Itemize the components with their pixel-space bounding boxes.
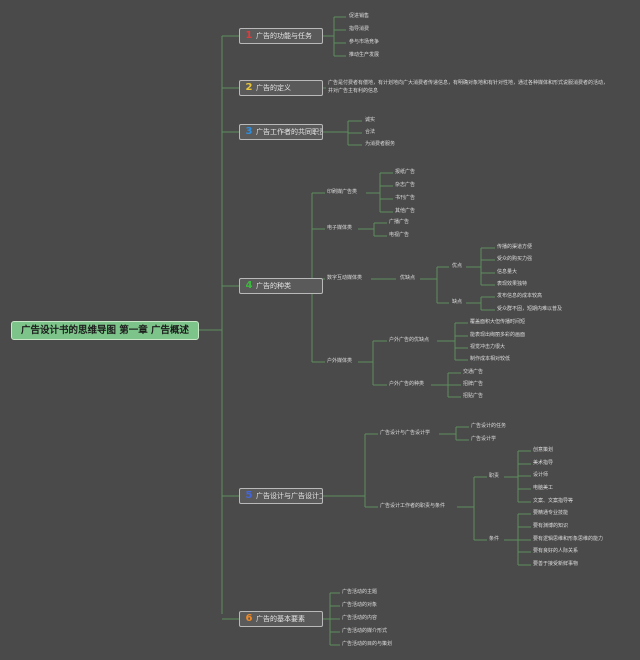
c6-item[interactable]: 广告活动的内容 xyxy=(342,615,378,621)
c5-a-label[interactable]: 广告设计与广告设计学 xyxy=(380,430,431,436)
c5-duty-item[interactable]: 电脑美工 xyxy=(533,485,554,491)
connector xyxy=(466,296,495,311)
c5-a-item[interactable]: 广告设计的任务 xyxy=(471,423,507,429)
c5-cond-item[interactable]: 要有良好的人际关系 xyxy=(533,548,579,554)
c1-item[interactable]: 促进销售 xyxy=(349,13,370,19)
c4-print-item[interactable]: 书刊广告 xyxy=(395,195,416,201)
c4-digital-feature[interactable]: 优缺点 xyxy=(400,275,416,281)
c4-outdoor-kinds-item[interactable]: 交通广告 xyxy=(463,369,484,375)
c4-outdoor-feature-label[interactable]: 户外广告的优缺点 xyxy=(389,337,430,343)
c2-definition-line2[interactable]: 并对广告主有利的信息 xyxy=(328,88,379,94)
chapter-label: 广告的种类 xyxy=(256,282,291,290)
c4-digital-cons-item[interactable]: 受众群不固，短期内难以普及 xyxy=(497,306,563,312)
c4-outdoor-kinds-label[interactable]: 户外广告的种类 xyxy=(389,381,425,387)
c1-item[interactable]: 推动生产发展 xyxy=(349,52,380,58)
c4-digital-label[interactable]: 数字互动媒体类 xyxy=(327,275,363,281)
c6-item[interactable]: 广告活动的对象 xyxy=(342,602,378,608)
c4-digital-pros-item[interactable]: 受众的购买力强 xyxy=(497,256,533,262)
connector xyxy=(366,172,393,213)
chapter-number: 5 xyxy=(245,490,253,501)
c3-item[interactable]: 诚实 xyxy=(365,117,376,123)
c5-cond-item[interactable]: 要精通专业技能 xyxy=(533,510,569,516)
c4-outdoor-kinds-item[interactable]: 招贴广告 xyxy=(463,393,484,399)
connector xyxy=(504,513,531,566)
c5-cond-item[interactable]: 要善于接受新鲜事物 xyxy=(533,561,579,567)
chapter-label: 广告的功能与任务 xyxy=(256,32,312,40)
c4-outdoor-feature-item[interactable]: 覆盖面积大但传播时间短 xyxy=(470,319,526,325)
c5-cond-label[interactable]: 条件 xyxy=(489,536,500,542)
connector xyxy=(439,426,469,441)
c4-electronic-item[interactable]: 电视广告 xyxy=(389,232,410,238)
chapter-number: 4 xyxy=(245,280,253,291)
root-topic[interactable]: 广告设计书的思维导图 第一章 广告概述 xyxy=(11,321,199,340)
c5-duty-item[interactable]: 设计师 xyxy=(533,472,549,478)
chapter-label: 广告设计与广告设计工作者 xyxy=(256,492,322,500)
connector xyxy=(437,322,468,361)
c5-a-item[interactable]: 广告设计学 xyxy=(471,436,497,442)
c4-digital-cons-item[interactable]: 发布信息的成本较高 xyxy=(497,293,543,299)
connector xyxy=(322,433,378,508)
connector xyxy=(358,222,387,237)
connector xyxy=(322,120,362,146)
c4-digital-pros-item[interactable]: 信息量大 xyxy=(497,269,518,275)
c4-digital-pros-label[interactable]: 优点 xyxy=(452,263,463,269)
c4-outdoor-kinds-item[interactable]: 招牌广告 xyxy=(463,381,484,387)
c4-print-item[interactable]: 杂志广告 xyxy=(395,182,416,188)
c6-item[interactable]: 广告活动的主题 xyxy=(342,589,378,595)
c4-print-item[interactable]: 其他广告 xyxy=(395,208,416,214)
c4-electronic-label[interactable]: 电子媒体类 xyxy=(327,225,353,231)
chapter-number: 1 xyxy=(245,30,253,41)
c4-print-item[interactable]: 报纸广告 xyxy=(395,169,416,175)
c6-item[interactable]: 广告活动的目的与策划 xyxy=(342,641,393,647)
chapter-5-topic[interactable]: 5广告设计与广告设计工作者 xyxy=(239,488,323,504)
c3-item[interactable]: 为消费者服务 xyxy=(365,141,396,147)
c5-duty-item[interactable]: 美术指导 xyxy=(533,460,554,466)
chapter-number: 6 xyxy=(245,613,253,624)
c5-duty-label[interactable]: 职责 xyxy=(489,473,500,479)
c4-outdoor-feature-item[interactable]: 能表现出绚丽多彩的画面 xyxy=(470,332,526,338)
c4-outdoor-feature-item[interactable]: 制作成本相对较低 xyxy=(470,356,511,362)
c4-outdoor-feature-item[interactable]: 视觉冲击力很大 xyxy=(470,344,506,350)
c2-definition-line1[interactable]: 广告是付费者有偿地，有计划地向广大消费者传递信息，有明确对象地和有针对性地，通过… xyxy=(328,80,609,86)
c5-cond-item[interactable]: 要有逻辑思维和形象思维的能力 xyxy=(533,536,604,542)
c4-digital-pros-item[interactable]: 传播的渠道方便 xyxy=(497,244,533,250)
c5-duty-item[interactable]: 文案、文案指导等 xyxy=(533,498,574,504)
connector xyxy=(431,372,461,398)
c1-item[interactable]: 参与市场竞争 xyxy=(349,39,380,45)
chapter-label: 广告的基本要素 xyxy=(256,615,305,623)
c5-b-label[interactable]: 广告设计工作者的职责与条件 xyxy=(380,503,446,509)
chapter-label: 广告的定义 xyxy=(256,84,291,92)
c4-digital-pros-item[interactable]: 表现效果独特 xyxy=(497,281,528,287)
connector xyxy=(322,16,346,57)
c5-cond-item[interactable]: 要有渊博的知识 xyxy=(533,523,569,529)
c4-print-label[interactable]: 印刷媒广告类 xyxy=(327,189,358,195)
c3-item[interactable]: 合法 xyxy=(365,129,376,135)
connector xyxy=(322,592,340,646)
chapter-label: 广告工作者的共同职责 xyxy=(256,128,323,136)
connector xyxy=(358,340,387,386)
connector xyxy=(466,247,495,286)
chapter-number: 2 xyxy=(245,82,253,93)
c1-item[interactable]: 指导消费 xyxy=(349,26,370,32)
connector xyxy=(504,450,531,503)
chapter-number: 3 xyxy=(245,126,253,137)
connector xyxy=(457,476,487,541)
c4-electronic-item[interactable]: 广播广告 xyxy=(389,219,410,225)
c5-duty-item[interactable]: 创意策划 xyxy=(533,447,554,453)
c6-item[interactable]: 广告活动的媒介形式 xyxy=(342,628,388,634)
c4-outdoor-label[interactable]: 户外媒体类 xyxy=(327,358,353,364)
c4-digital-cons-label[interactable]: 缺点 xyxy=(452,299,463,305)
connector xyxy=(420,266,449,304)
